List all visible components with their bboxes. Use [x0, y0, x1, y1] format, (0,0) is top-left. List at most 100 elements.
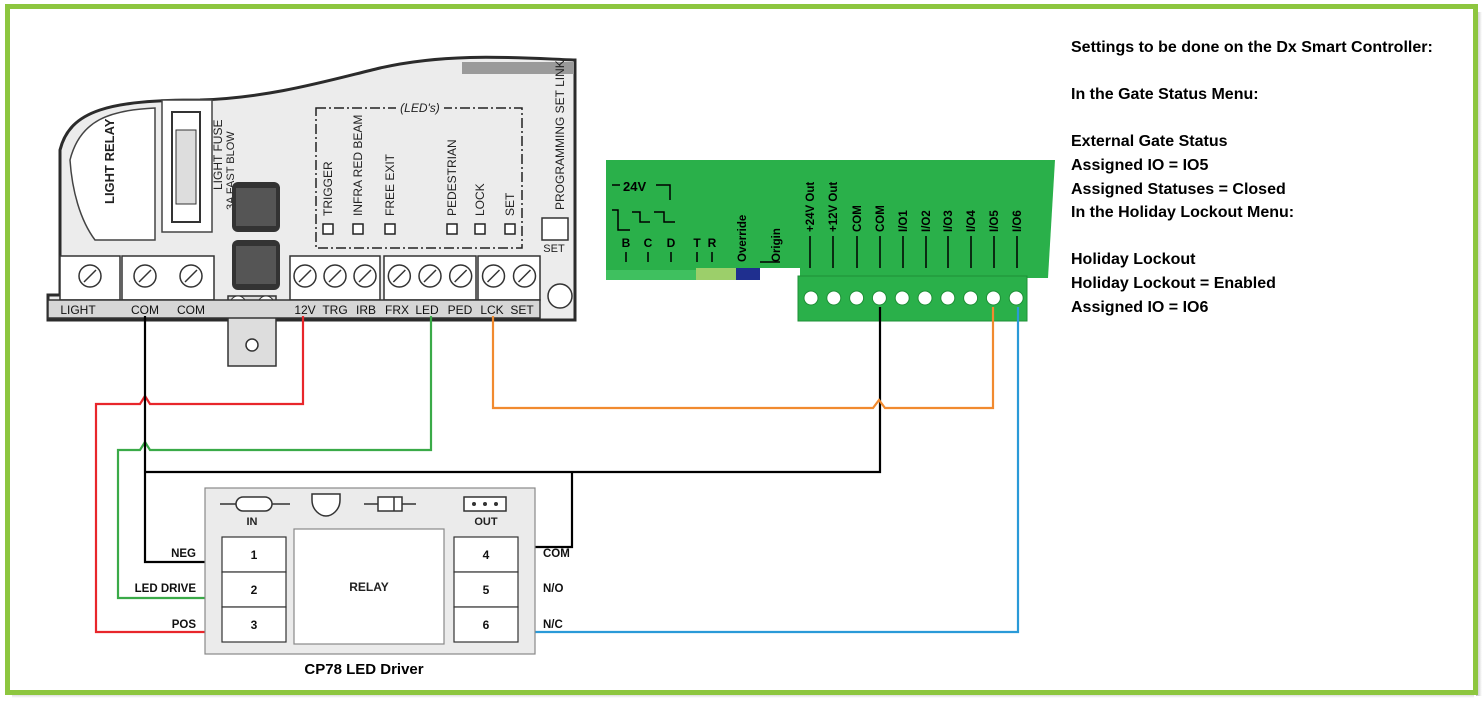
controller-screw[interactable]	[803, 290, 819, 306]
diagram-frame	[5, 4, 1478, 695]
controller-terminal-labels: Override Origin +24V Out +12V Out COM COM I/O1…	[737, 182, 1024, 268]
board-terminal-label: TRG	[322, 303, 347, 317]
notes-assigned-statuses: Assigned Statuses = Closed	[1071, 180, 1286, 198]
override-switch[interactable]	[736, 268, 760, 280]
led-pedestrian	[446, 223, 458, 235]
notes-assigned-io6: Assigned IO = IO6	[1071, 298, 1209, 316]
controller-screw[interactable]	[1008, 290, 1024, 306]
controller-terminal-label: I/O4	[966, 210, 978, 232]
board-terminal-label: SET	[510, 303, 534, 317]
controller-input-label: R	[708, 236, 717, 250]
led-free-exit	[384, 223, 396, 235]
controller-terminal-label: Override	[737, 215, 749, 262]
driver-terminal[interactable]	[453, 571, 519, 608]
terminal-label-strip	[47, 299, 541, 319]
programming-link-label: PROGRAMMING SET LINK	[553, 60, 567, 210]
driver-right-label: N/O	[543, 583, 564, 595]
driver-terminal-number: 4	[483, 548, 490, 562]
controller-voltage-label: 24V	[623, 179, 646, 194]
controller-screw[interactable]	[985, 290, 1001, 306]
led-dome-icon	[311, 493, 341, 517]
led-label: INFRA RED BEAM	[351, 115, 365, 216]
led-label: LOCK	[473, 183, 487, 216]
board-cutout	[462, 62, 574, 74]
controller-terminal-label: COM	[875, 205, 887, 232]
controller-input-label: B	[622, 236, 631, 250]
notes-title: Settings to be done on the Dx Smart Cont…	[1071, 39, 1433, 56]
light-relay-label: LIGHT RELAY	[102, 118, 117, 204]
controller-screw[interactable]	[940, 290, 956, 306]
driver-right-label: N/C	[543, 619, 563, 631]
set-button-label: SET	[543, 243, 565, 255]
driver-terminal[interactable]	[221, 606, 287, 643]
driver-terminal-number: 1	[251, 548, 258, 562]
controller-terminal-label: I/O5	[989, 210, 1001, 232]
led-label: TRIGGER	[321, 161, 335, 216]
led-set	[504, 223, 516, 235]
led-label: FREE EXIT	[383, 153, 397, 216]
driver-relay-label: RELAY	[349, 580, 389, 594]
notes-assigned-io5: Assigned IO = IO5	[1071, 156, 1209, 174]
notes-holiday-lockout: Holiday Lockout	[1071, 251, 1196, 269]
light-fuse-label: LIGHT FUSE	[211, 120, 225, 190]
board-terminal-label: FRX	[385, 303, 409, 317]
controller-screw[interactable]	[917, 290, 933, 306]
wire-orange-lck-io5	[491, 307, 995, 410]
controller-screw[interactable]	[894, 290, 910, 306]
wires	[94, 307, 1020, 634]
controller-screw[interactable]	[826, 290, 842, 306]
frame-shadow-bottom	[12, 692, 1474, 698]
driver-terminal[interactable]	[221, 571, 287, 608]
controller-board	[606, 160, 1055, 278]
set-link[interactable]	[541, 217, 569, 241]
notes-external-gate-status: External Gate Status	[1071, 133, 1228, 151]
driver-terminal[interactable]	[221, 536, 287, 573]
diode-icon	[377, 496, 403, 512]
controller-terminal-label: COM	[852, 205, 864, 232]
driver-terminal-number: 5	[483, 583, 490, 597]
driver-terminal[interactable]	[453, 606, 519, 643]
wire-green-led-drive	[116, 316, 433, 600]
controller-input-label: T	[693, 236, 701, 250]
controller-terminal-label: I/O3	[943, 210, 955, 232]
board-terminal-label: IRB	[356, 303, 376, 317]
driver-right-label: COM	[543, 548, 570, 560]
board-terminal-label: LED	[415, 303, 439, 317]
notes-holiday-lockout-menu: In the Holiday Lockout Menu:	[1071, 204, 1295, 222]
led-trigger	[322, 223, 334, 235]
led-lock	[474, 223, 486, 235]
wire-red-12v-pos	[94, 316, 305, 634]
controller-terminal-label: Origin	[771, 228, 783, 262]
driver-terminal-number: 2	[251, 583, 258, 597]
controller-terminal-label: I/O1	[898, 210, 910, 232]
board-terminal-label: COM	[177, 303, 205, 317]
mount-hole	[547, 283, 573, 309]
wire-blue-nc-io6	[518, 307, 1020, 634]
controller-screw[interactable]	[849, 290, 865, 306]
notes-gate-status-menu: In the Gate Status Menu:	[1071, 86, 1259, 104]
controller-input-label: C	[644, 236, 653, 250]
controller-terminal-label: +24V Out	[805, 182, 817, 232]
driver-left-label: LED DRIVE	[135, 583, 197, 595]
controller-screw[interactable]	[963, 290, 979, 306]
board-terminal-label: 12V	[294, 303, 315, 317]
board-terminal-label: LCK	[480, 303, 503, 317]
board-terminal-label: LIGHT	[60, 303, 96, 317]
controller-screw[interactable]	[871, 290, 887, 306]
wire-black-com-neg	[143, 316, 222, 564]
settings-notes: Settings to be done on the Dx Smart Cont…	[1071, 36, 1471, 319]
led-infra-red-beam	[352, 223, 364, 235]
board-terminal-label: PED	[448, 303, 473, 317]
notes-holiday-lockout-enabled: Holiday Lockout = Enabled	[1071, 274, 1276, 292]
gate-motor-board: LIGHT RELAY LIGHT FUSE 3A FAST BLOW (LED…	[46, 55, 577, 367]
controller-terminal-label: +12V Out	[828, 182, 840, 232]
controller-terminal-label: I/O6	[1012, 210, 1024, 232]
driver-terminal-number: 3	[251, 618, 258, 632]
